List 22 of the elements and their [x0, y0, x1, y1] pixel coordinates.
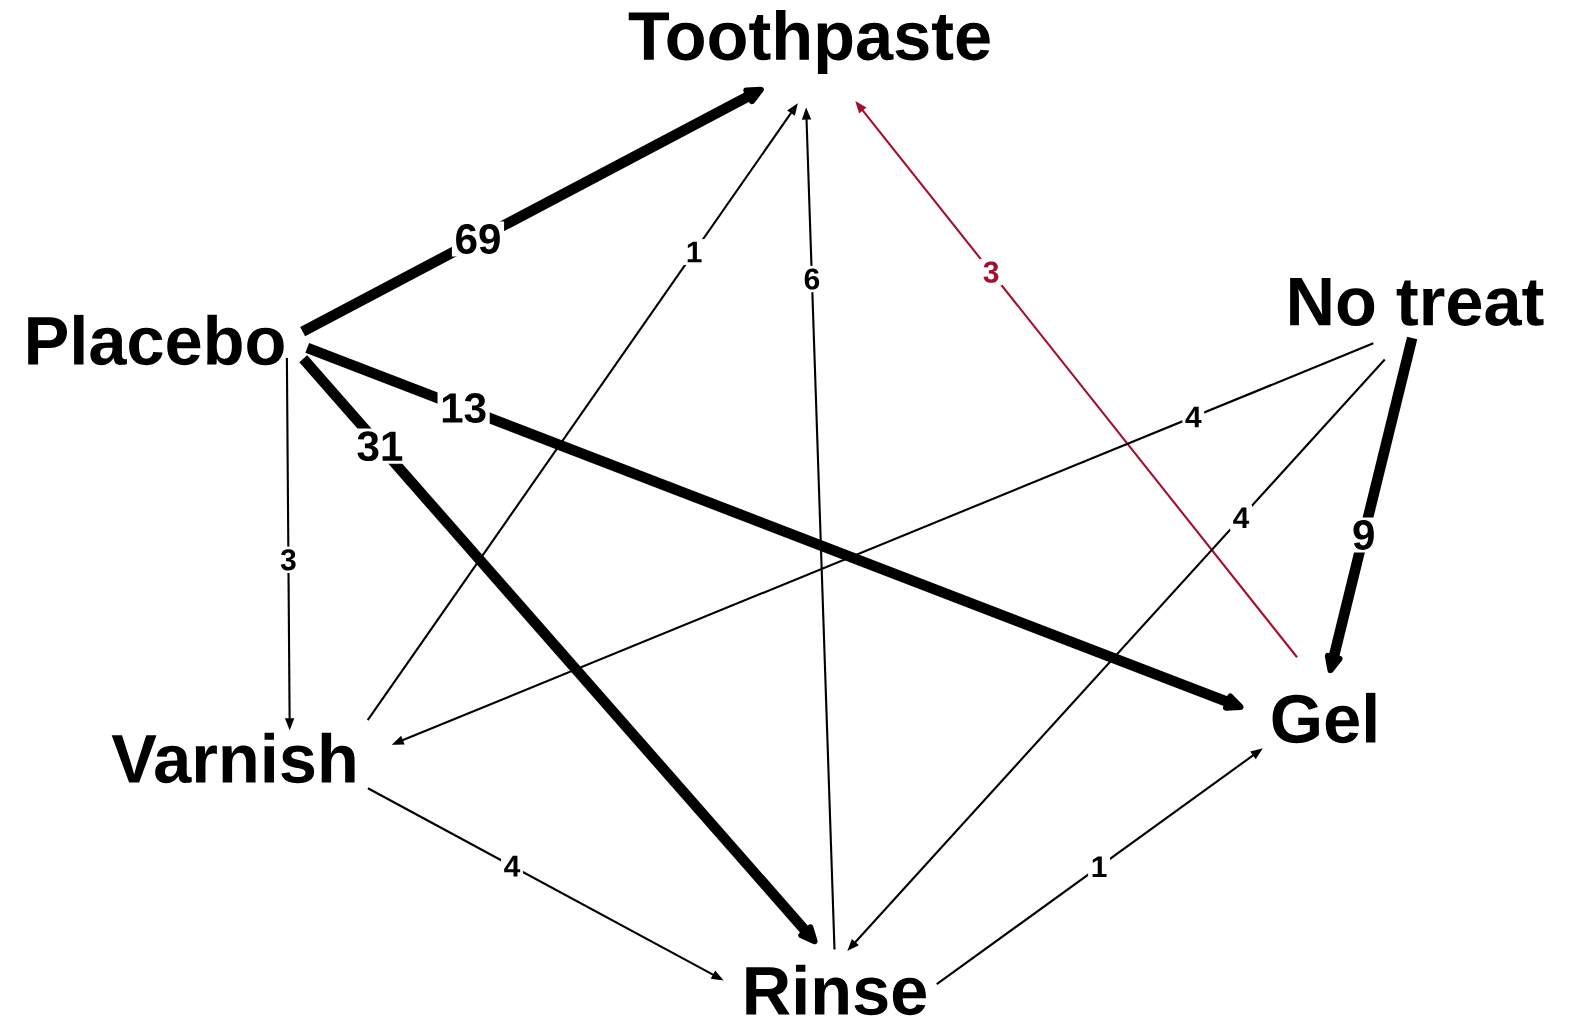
edge-label: 31: [353, 428, 407, 464]
edge-label: 1: [1088, 853, 1110, 880]
node-label: Gel: [1272, 692, 1376, 744]
arrow: [300, 86, 764, 337]
node-label: Toothpaste: [628, 10, 990, 74]
edge-label: 4: [1230, 504, 1252, 531]
arrow: [1324, 336, 1418, 674]
edge-label: 9: [1349, 517, 1379, 553]
edge-label: 6: [800, 265, 823, 293]
edge-label: 3: [277, 546, 300, 574]
edge-label: 1: [683, 239, 706, 265]
arrow: [299, 355, 818, 945]
edge-label: 3: [980, 258, 1003, 286]
node-label: Varnish: [111, 732, 355, 784]
edge-label: 4: [1182, 404, 1205, 430]
node-label: Placebo: [28, 314, 284, 366]
edge-label: 13: [437, 390, 490, 426]
edge-label: 69: [451, 221, 505, 257]
arrow: [305, 343, 1244, 711]
node-label: No treat: [1290, 278, 1544, 326]
node-label: Rinse: [746, 964, 926, 1016]
edge-label: 4: [501, 853, 523, 879]
